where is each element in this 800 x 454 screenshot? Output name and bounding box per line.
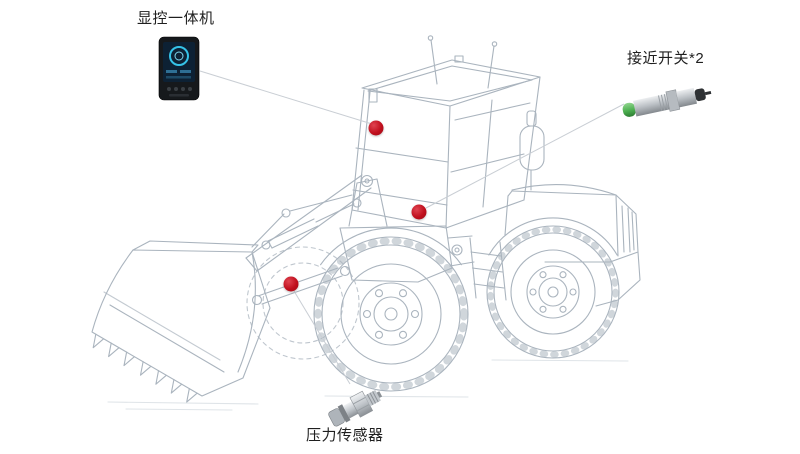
pressure-sensor-label: 压力传感器	[306, 427, 384, 444]
marker-display-unit	[368, 120, 384, 136]
rear-wheel	[486, 225, 620, 359]
display-unit-label: 显控一体机	[137, 10, 215, 27]
marker-pressure-sensor	[283, 276, 299, 292]
boom-arm	[245, 174, 372, 306]
front-wheel	[313, 236, 469, 392]
pressure-sensor-image	[326, 381, 386, 438]
display-unit-image	[156, 36, 202, 107]
bucket	[91, 240, 271, 403]
ground-shadow	[107, 359, 629, 411]
proximity-switch-label: 接近开关*2	[627, 50, 705, 67]
exhaust-muffler	[519, 110, 545, 191]
front-frame	[320, 174, 475, 283]
marker-proximity-switch	[411, 204, 427, 220]
ladder-steps	[469, 237, 507, 301]
proximity-switch-image	[618, 78, 714, 131]
